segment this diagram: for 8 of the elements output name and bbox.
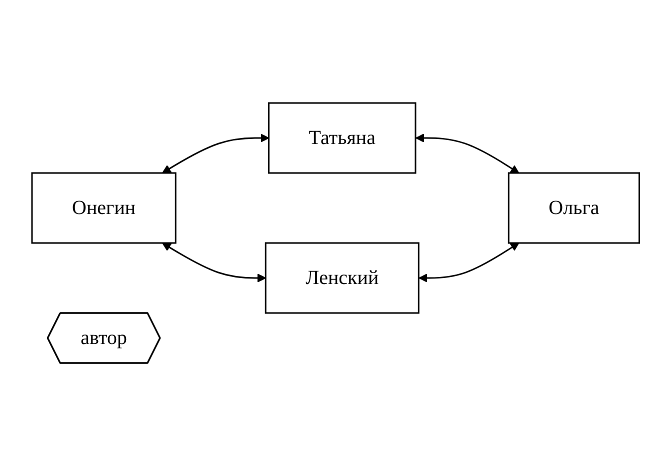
arrow [416,134,520,174]
node-box: Онегин [32,172,177,244]
node-box: Татьяна [268,102,417,174]
node-box: Ольга [508,172,640,244]
arrow [162,242,266,282]
node-box: Ленский [265,242,420,314]
arrow [162,134,270,174]
arrow [419,242,520,282]
